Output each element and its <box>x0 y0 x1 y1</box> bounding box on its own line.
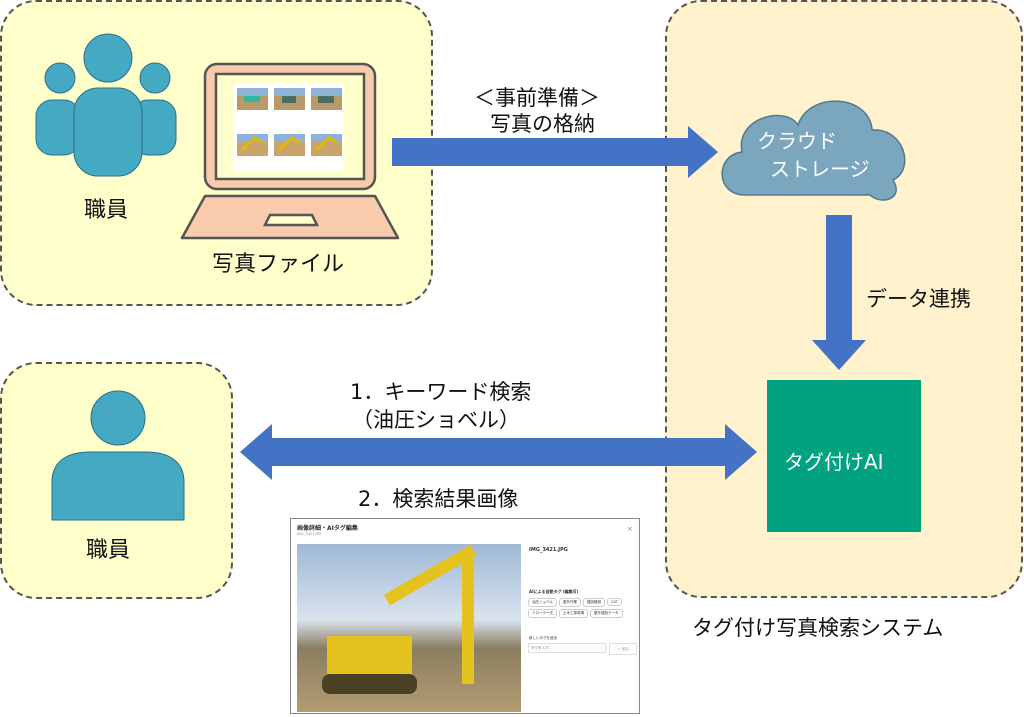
file-name: IMG_3421.JPG <box>529 547 568 553</box>
keyword-label: （油圧ショベル） <box>352 408 520 432</box>
keyword-search-label: 1．キーワード検索 <box>350 380 532 404</box>
prep-label: ＜事前準備＞ <box>474 86 600 110</box>
data-link-label: データ連携 <box>866 287 971 311</box>
close-icon[interactable]: × <box>627 525 633 533</box>
ai-box <box>767 380 921 532</box>
dialog-subtitle: IMG_3421.JPG <box>297 532 322 536</box>
excavator-photo <box>297 544 521 712</box>
cloud-label-1: クラウド <box>757 129 837 153</box>
store-label: 写真の格納 <box>490 112 595 136</box>
staff-icon <box>51 390 185 521</box>
laptop-label: 写真ファイル <box>212 252 345 277</box>
staff-group-icon <box>35 33 177 177</box>
result-label: 2．検索結果画像 <box>358 487 519 511</box>
tag-input[interactable] <box>528 643 606 653</box>
cloud-icon <box>721 100 906 201</box>
ai-label: タグ付けAI <box>784 450 884 474</box>
tag[interactable]: 土木工事現場 <box>559 609 588 618</box>
add-tag-button[interactable]: + 追加 <box>609 643 637 655</box>
system-label: タグ付け写真検索システム <box>692 616 944 640</box>
search-arrow <box>240 424 757 480</box>
tags-section-title: AIによる自動タグ (編集可) <box>529 589 579 594</box>
cloud-label-2: ストレージ <box>770 157 870 181</box>
staff-label-top: 職員 <box>84 198 129 223</box>
tag[interactable]: 屋外作業 <box>559 598 581 607</box>
add-tag-label: 新しいタグを追加 <box>529 636 557 640</box>
data-link-arrow <box>812 215 866 370</box>
photo-thumbnails <box>234 83 344 171</box>
staff-label-bottom: 職員 <box>86 538 131 563</box>
search-result-screenshot: 画像詳細・AIタグ編集 IMG_3421.JPG × IMG_3421.JPG … <box>290 518 640 714</box>
tag[interactable]: クローラー式 <box>528 609 557 618</box>
tag[interactable]: CAT <box>607 598 622 606</box>
tag[interactable]: 屋外建設データ <box>590 609 623 618</box>
upload-arrow <box>392 126 718 178</box>
dialog-title: 画像詳細・AIタグ編集 <box>297 525 358 532</box>
tag[interactable]: 建設機械 <box>583 598 605 607</box>
tag[interactable]: 油圧ショベル <box>528 598 557 607</box>
